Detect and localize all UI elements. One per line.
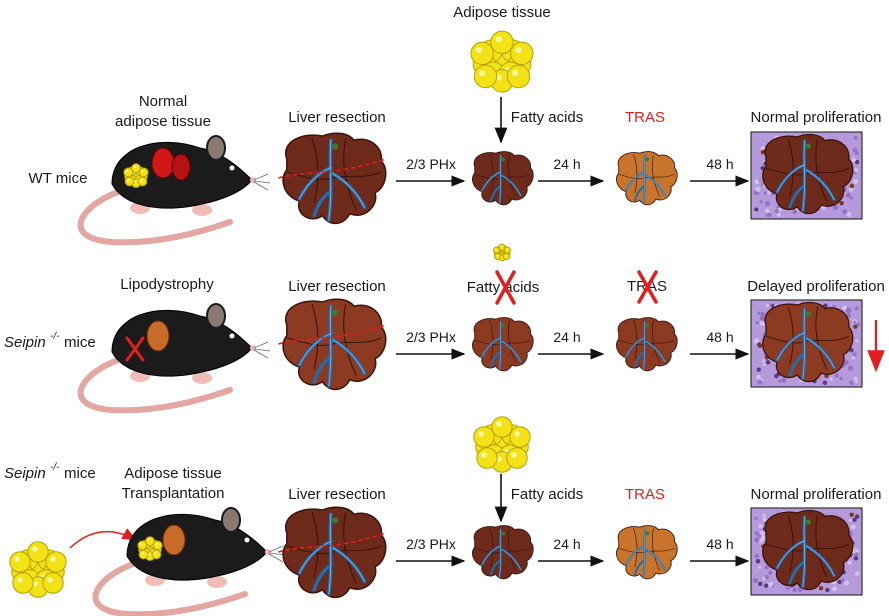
row1-resected-liver xyxy=(278,132,387,225)
row2-time2-label: 48 h xyxy=(706,329,733,345)
row1-tras-label: TRAS xyxy=(625,109,665,126)
row2-resection-label: Liver resection xyxy=(288,278,386,295)
row2-small-adipose xyxy=(493,243,511,262)
row2-tras-liver xyxy=(616,317,678,372)
row3-outcome-label: Normal proliferation xyxy=(751,486,882,503)
row3-adipose-cluster xyxy=(473,416,531,473)
row1-time1-label: 24 h xyxy=(553,156,580,172)
adipose-tissue-top-label: Adipose tissue xyxy=(453,4,551,21)
row2-resected-liver xyxy=(278,298,387,391)
row2-mouse-no-fat-x-icon xyxy=(125,336,145,362)
row2-tissue-label: Lipodystrophy xyxy=(120,276,214,293)
row1-mouse-fat-pad xyxy=(123,163,149,189)
row1-histology-panel-liver-overlay xyxy=(762,133,854,215)
row1-resection-label: Liver resection xyxy=(288,109,386,126)
row3-resected-liver xyxy=(278,506,387,599)
row3-mouse-label-suffix: mice xyxy=(64,465,96,482)
transplant-arrow xyxy=(69,528,138,549)
row1-surgery-label: 2/3 PHx xyxy=(406,156,456,172)
row1-mouse-icon xyxy=(77,135,271,246)
row3-mouse-label-sup: -/- xyxy=(50,462,60,473)
row1-remnant-liver xyxy=(472,151,534,206)
row2-kidney xyxy=(146,320,170,352)
row3-tras-liver xyxy=(616,525,678,580)
row1-kidney-fat xyxy=(151,147,175,179)
top-adipose-cluster xyxy=(470,30,534,93)
row2-surgery-label: 2/3 PHx xyxy=(406,329,456,345)
row1-mouse-label: WT mice xyxy=(29,170,88,187)
row1-outcome-label: Normal proliferation xyxy=(751,109,882,126)
row3-fatty-acids-label: Fatty acids xyxy=(511,486,584,503)
row2-remnant-liver xyxy=(472,317,534,372)
row3-tras-label: TRAS xyxy=(625,486,665,503)
row1-tras-liver xyxy=(616,151,678,206)
tras-blocked-x-icon xyxy=(637,270,658,304)
row2-mouse-label-suffix: mice xyxy=(64,334,96,351)
row2-histology-panel-liver-overlay xyxy=(762,301,854,383)
row3-remnant-liver xyxy=(472,525,534,580)
row3-tissue-label-1: Adipose tissue xyxy=(124,465,222,482)
row2-mouse-label-gene: Seipin xyxy=(4,334,46,351)
row2-mouse-label-sup: -/- xyxy=(50,331,60,342)
row1-kidney-fat-2 xyxy=(171,153,191,181)
row3-mouse-fat-graft xyxy=(137,536,163,562)
fatty-acids-blocked-x-icon xyxy=(495,270,516,305)
row2-time1-label: 24 h xyxy=(553,329,580,345)
row3-transplant-fat xyxy=(9,541,67,598)
row2-mouse-icon xyxy=(77,303,271,414)
row3-time1-label: 24 h xyxy=(553,536,580,552)
row3-time2-label: 48 h xyxy=(706,536,733,552)
row2-fatty-acids-label: Fatty acids xyxy=(467,279,540,296)
row3-resection-label: Liver resection xyxy=(288,486,386,503)
row3-mouse-icon xyxy=(92,507,286,616)
row1-fatty-acids-label: Fatty acids xyxy=(511,109,584,126)
row3-tissue-label-2: Transplantation xyxy=(122,485,225,502)
row1-time2-label: 48 h xyxy=(706,156,733,172)
row3-surgery-label: 2/3 PHx xyxy=(406,536,456,552)
row3-histology-panel-liver-overlay xyxy=(762,509,854,591)
row1-tissue-label-2: adipose tissue xyxy=(115,113,211,130)
row1-tissue-label-1: Normal xyxy=(139,93,187,110)
row2-outcome-label: Delayed proliferation xyxy=(747,278,885,295)
row3-mouse-label-gene: Seipin xyxy=(4,465,46,482)
row3-kidney xyxy=(162,524,186,556)
